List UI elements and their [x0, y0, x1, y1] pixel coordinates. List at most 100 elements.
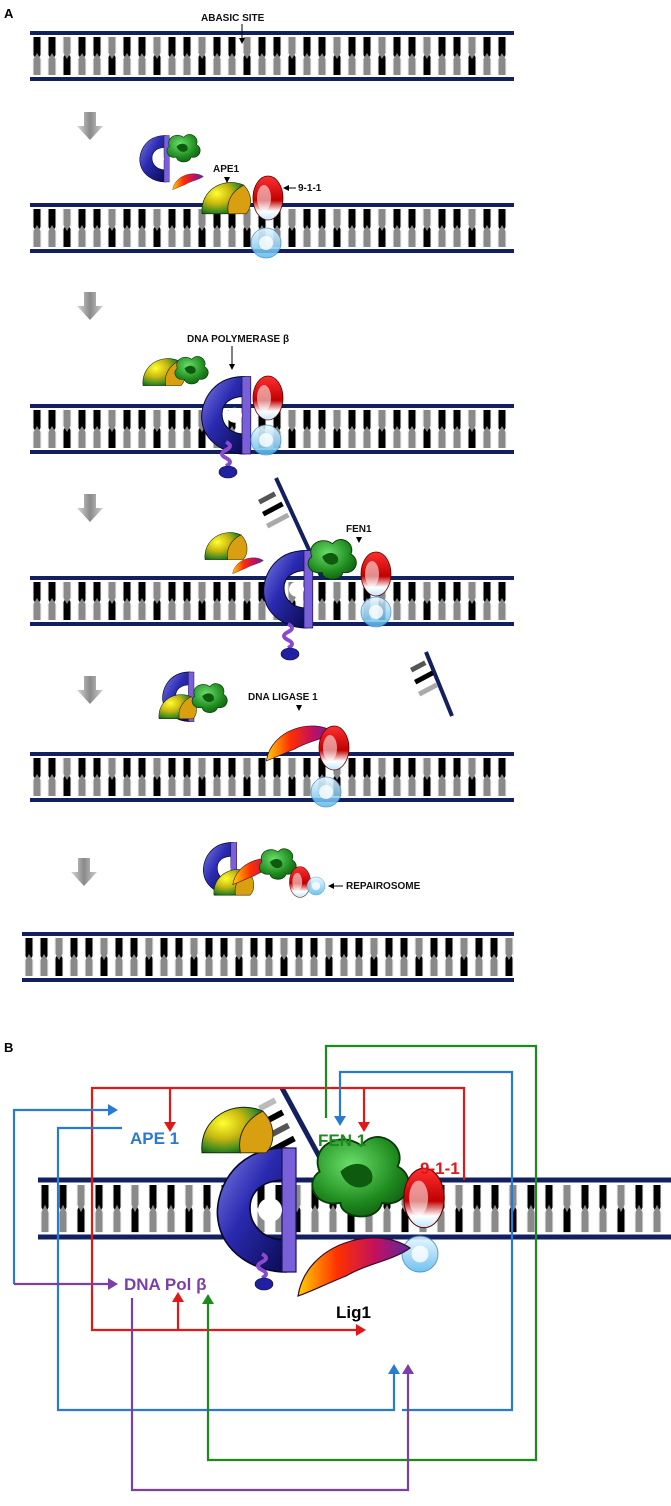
base-pair: [152, 582, 162, 620]
base-pair: [227, 209, 237, 247]
base-pair: [347, 758, 357, 796]
base-pair: [339, 938, 349, 976]
base-pair: [219, 938, 229, 976]
base-pair: [452, 758, 462, 796]
base-pair: [107, 209, 117, 247]
base-pair: [47, 37, 57, 75]
ape1-protein: [201, 182, 252, 215]
base-pair: [489, 938, 499, 976]
base-pair: [347, 410, 357, 448]
base-pair: [459, 938, 469, 976]
base-pair: [152, 37, 162, 75]
base-pair: [526, 1184, 536, 1233]
base-pair: [497, 37, 507, 75]
interaction-arrowheads-blue: [108, 1104, 400, 1374]
base-pair: [92, 209, 102, 247]
base-pair: [122, 582, 132, 620]
process-arrow-4: [77, 676, 103, 704]
label-abasic-site: ABASIC SITE: [201, 13, 265, 24]
base-pair: [77, 410, 87, 448]
base-pair: [167, 37, 177, 75]
base-pair: [32, 209, 42, 247]
base-pair: [212, 582, 222, 620]
base-pair: [212, 758, 222, 796]
base-pair: [399, 938, 409, 976]
base-pair: [62, 37, 72, 75]
base-pair: [197, 37, 207, 75]
base-pair: [392, 209, 402, 247]
base-pair: [467, 758, 477, 796]
base-pair: [129, 938, 139, 976]
base-pair: [54, 938, 64, 976]
base-pair: [122, 37, 132, 75]
base-pair: [137, 37, 147, 75]
base-pair: [407, 758, 417, 796]
base-pair: [347, 209, 357, 247]
base-pair: [377, 758, 387, 796]
base-pair: [84, 938, 94, 976]
base-pair: [362, 37, 372, 75]
base-pair: [189, 938, 199, 976]
repairosome-complex: [202, 842, 326, 898]
base-pair: [137, 410, 147, 448]
process-arrow-5: [71, 858, 97, 886]
base-pair: [32, 582, 42, 620]
lig1-protein-b: [297, 1237, 411, 1297]
base-pair: [294, 938, 304, 976]
base-pair: [212, 37, 222, 75]
base-pair: [422, 410, 432, 448]
base-pair: [212, 209, 222, 247]
base-pair: [62, 758, 72, 796]
base-pair: [309, 938, 319, 976]
base-pair: [279, 938, 289, 976]
base-pair: [347, 37, 357, 75]
process-arrow-2: [77, 292, 103, 320]
label-9-1-1-step2: 9-1-1: [298, 183, 322, 194]
base-pair: [384, 938, 394, 976]
panel-b-letter: B: [4, 1040, 13, 1055]
base-pair: [182, 37, 192, 75]
base-pair: [377, 209, 387, 247]
base-pair: [166, 1184, 176, 1233]
base-pair: [362, 209, 372, 247]
base-pair: [369, 938, 379, 976]
base-pair: [422, 37, 432, 75]
label-repairosome: REPAIROSOME: [346, 881, 421, 892]
base-pair: [62, 582, 72, 620]
process-arrow-1: [77, 112, 103, 140]
base-pair: [302, 37, 312, 75]
base-pair: [422, 209, 432, 247]
base-pair: [99, 938, 109, 976]
base-pair: [422, 582, 432, 620]
base-pair: [317, 582, 327, 620]
base-pair: [92, 758, 102, 796]
base-pair: [114, 938, 124, 976]
base-pair: [62, 410, 72, 448]
base-pair: [148, 1184, 158, 1233]
base-pair: [467, 37, 477, 75]
base-pair: [354, 938, 364, 976]
base-pair: [332, 582, 342, 620]
base-pair: [422, 758, 432, 796]
step5-complex: [158, 651, 454, 808]
interaction-arrowheads-green: [202, 1294, 214, 1304]
base-pair: [92, 582, 102, 620]
base-pair: [332, 37, 342, 75]
label-lig1-b: Lig1: [336, 1303, 371, 1322]
base-pair: [392, 410, 402, 448]
base-pair: [107, 582, 117, 620]
base-pair: [174, 938, 184, 976]
base-pair: [257, 758, 267, 796]
base-pair: [497, 582, 507, 620]
base-pair: [272, 37, 282, 75]
base-pair: [144, 938, 154, 976]
base-pair: [264, 938, 274, 976]
label-polb-b: DNA Pol β: [124, 1275, 206, 1294]
base-pair: [497, 410, 507, 448]
base-pair: [452, 582, 462, 620]
base-pair: [482, 37, 492, 75]
base-pair: [92, 37, 102, 75]
base-pair: [598, 1184, 608, 1233]
clamp-ring: [250, 227, 282, 259]
panel-a-letter: A: [4, 6, 14, 21]
